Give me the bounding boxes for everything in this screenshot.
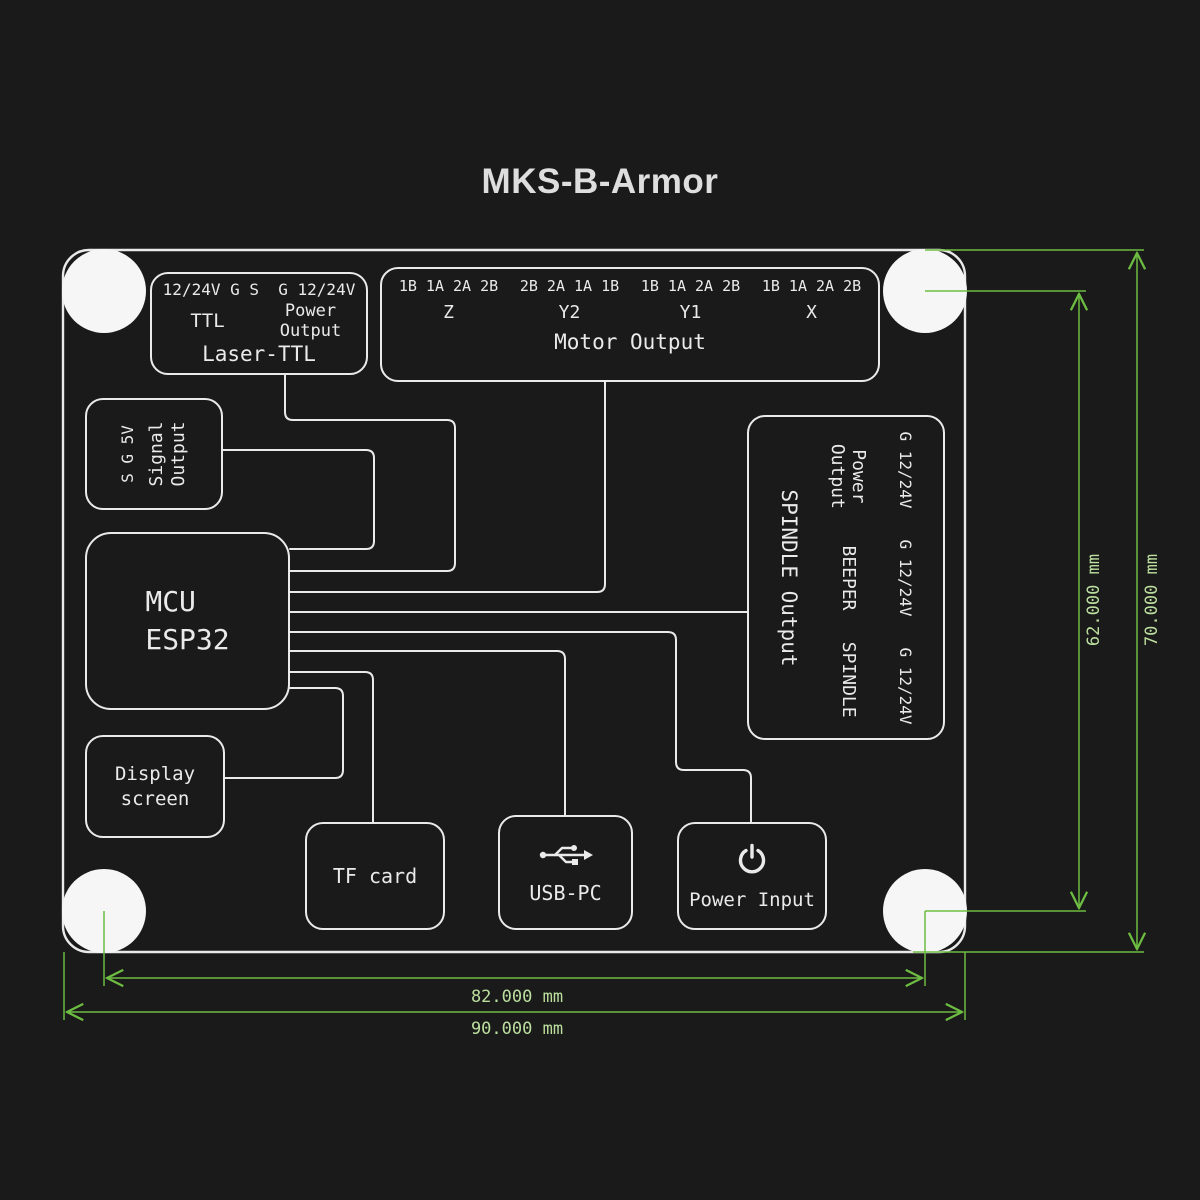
- signal-output-connector: S G 5V Signal Output: [85, 398, 223, 510]
- wire-mcu-display-screen: [224, 687, 344, 779]
- tf-card-slot: TF card: [305, 822, 445, 930]
- display-screen-label: Display screen: [114, 762, 196, 810]
- signal-output-pins: S G 5V: [118, 425, 137, 483]
- mcu-label: MCU: [145, 585, 196, 618]
- spindle-pins: G 12/24V: [895, 431, 915, 509]
- spindle-pins: G 12/24V: [895, 538, 915, 617]
- wire-mcu-motor-output: [289, 381, 606, 593]
- usb-pc-port: USB-PC: [498, 815, 633, 930]
- motor-pins: 1B 1A 2A 2B: [398, 277, 499, 295]
- spindle-label: SPINDLE: [838, 641, 859, 718]
- laser-power-output-label: Power Output: [279, 301, 342, 341]
- motor-pins: 2B 2A 1A 1B: [519, 277, 620, 295]
- axis-label: Y1: [679, 302, 702, 323]
- motor-group-y1: 1B 1A 2A 2B Y1: [630, 277, 751, 323]
- motor-pins: 1B 1A 2A 2B: [761, 277, 862, 295]
- wire-mcu-usb-pc: [289, 650, 566, 816]
- motor-output-label: Motor Output: [554, 330, 706, 354]
- laser-ttl-label: Laser-TTL: [202, 342, 316, 366]
- display-screen-box: Display screen: [85, 735, 225, 838]
- motor-output-connector: 1B 1A 2A 2B Z 2B 2A 1A 1B Y2 1B 1A 2A 2B…: [380, 267, 880, 382]
- motor-pins: 1B 1A 2A 2B: [640, 277, 741, 295]
- dimension-height-inner: 62.000 mm: [1084, 553, 1104, 647]
- wire-mcu-power-input: [289, 631, 752, 823]
- wire-mcu-tf-card: [289, 671, 374, 823]
- motor-group-z: 1B 1A 2A 2B Z: [388, 277, 509, 323]
- motor-group-x: 1B 1A 2A 2B X: [751, 277, 872, 323]
- wire-mcu-laser-ttl: [284, 374, 456, 572]
- axis-label: Z: [443, 302, 454, 323]
- beeper-label: BEEPER: [838, 544, 859, 611]
- dimension-width-inner: 82.000 mm: [470, 987, 564, 1007]
- wire-mcu-signal-output: [222, 449, 375, 550]
- mcu-chip: MCU ESP32: [85, 532, 290, 710]
- usb-icon: [537, 840, 595, 872]
- axis-label: X: [806, 302, 817, 323]
- laser-ttl-pins: 12/24V G S G 12/24V: [162, 280, 356, 299]
- laser-ttl-connector: 12/24V G S G 12/24V TTL Power Output Las…: [150, 272, 368, 375]
- usb-pc-label: USB-PC: [529, 881, 602, 905]
- axis-label: Y2: [558, 302, 581, 323]
- power-input-label: Power Input: [689, 888, 815, 911]
- power-input-port: Power Input: [677, 822, 827, 930]
- tf-card-label: TF card: [332, 864, 418, 888]
- mcu-model: ESP32: [145, 623, 230, 656]
- signal-output-label: Signal Output: [146, 421, 189, 487]
- spindle-output-connector: G 12/24V G 12/24V G 12/24V Power Output …: [747, 415, 945, 740]
- dimension-width-outer: 90.000 mm: [470, 1019, 564, 1039]
- motor-group-y2: 2B 2A 1A 1B Y2: [509, 277, 630, 323]
- page-title: MKS-B-Armor: [481, 162, 719, 201]
- spindle-output-label: SPINDLE Output: [777, 488, 802, 666]
- power-icon: [734, 842, 770, 882]
- spindle-power-output-label: Power Output: [827, 443, 870, 509]
- board-outline: [61, 248, 967, 954]
- dimension-height-outer: 70.000 mm: [1142, 553, 1162, 647]
- mounting-hole: [62, 249, 146, 333]
- ttl-label: TTL: [190, 310, 225, 332]
- spindle-pins: G 12/24V: [895, 646, 915, 724]
